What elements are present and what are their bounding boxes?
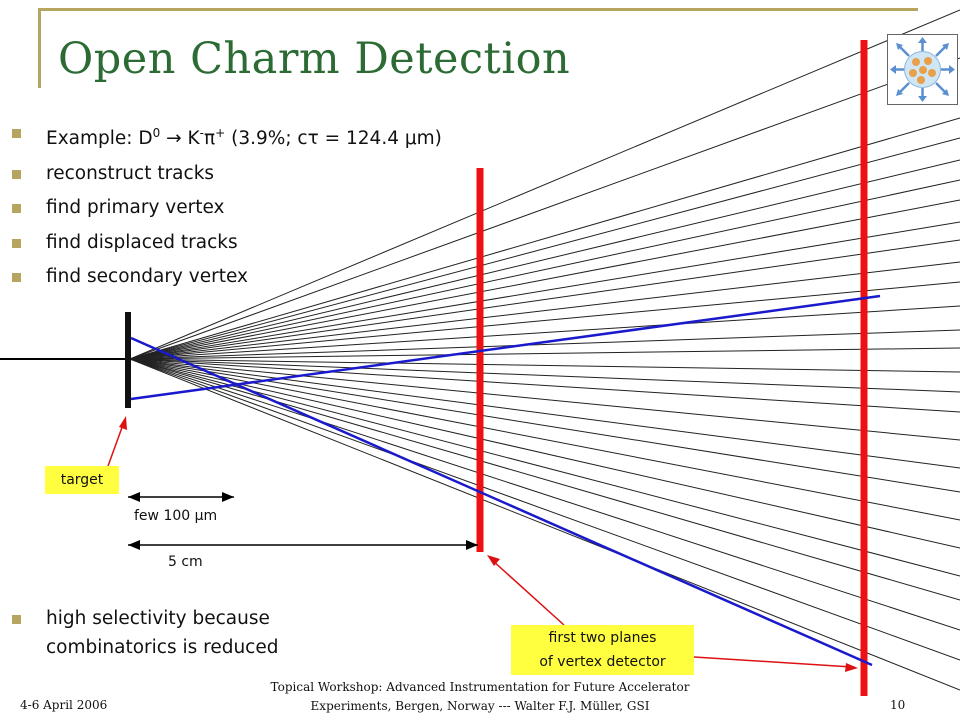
label-line: of vertex detector [539, 654, 666, 670]
track-line [129, 358, 960, 601]
track-line [129, 358, 960, 493]
bullet-list-top: Example: D0 → K-π+ (3.9%; cτ = 124.4 μm)… [10, 116, 442, 295]
footer-line: Experiments, Bergen, Norway --- Walter F… [310, 699, 650, 713]
planes-arrow-2 [693, 656, 853, 668]
decay-track-upper [130, 294, 881, 401]
track-line [129, 358, 960, 661]
page-title: Open Charm Detection [58, 34, 571, 84]
track-line [129, 179, 960, 360]
track-lines [129, 9, 960, 691]
track-line [129, 239, 960, 360]
label-line: first two planes [548, 630, 657, 646]
detector-cross-section-graphic [890, 37, 955, 102]
track-line [129, 358, 960, 469]
bullet-superscript: 0 [152, 126, 161, 140]
bullet-item-selectivity: high selectivity because combinatorics i… [10, 604, 278, 662]
planes-arrowhead-2 [845, 663, 858, 672]
bullet-line: high selectivity because [46, 608, 270, 629]
page-number: 10 [890, 698, 906, 712]
track-line [129, 358, 960, 413]
track-line [129, 358, 960, 631]
bullet-text: (3.9%; cτ = 124.4 μm) [225, 128, 442, 149]
track-line [129, 9, 960, 360]
dim-label-small: few 100 µm [134, 508, 218, 524]
track-line [129, 358, 960, 691]
accent-bar-vertical [38, 8, 41, 88]
track-line [129, 358, 960, 549]
bullet-text: Example: D [46, 128, 153, 149]
track-line [129, 57, 960, 360]
dim-arrowhead [466, 540, 478, 550]
footer-line: Topical Workshop: Advanced Instrumentati… [270, 680, 690, 694]
target-label: target [45, 466, 119, 494]
detector-planes [125, 40, 868, 696]
bullet-item: find secondary vertex [10, 260, 442, 295]
target-arrow [107, 421, 125, 467]
dim-arrowhead [222, 492, 234, 502]
footer-center: Topical Workshop: Advanced Instrumentati… [240, 678, 720, 716]
dim-arrowhead [128, 540, 140, 550]
track-line [129, 358, 960, 393]
planes-arrowhead-1 [487, 555, 500, 566]
bullet-item: find displaced tracks [10, 226, 442, 261]
bullet-text: π [204, 128, 216, 149]
track-line [129, 358, 960, 373]
decay-tracks [130, 294, 881, 667]
footer-date: 4-6 April 2006 [20, 698, 108, 712]
track-line [129, 358, 960, 441]
track-line [129, 159, 960, 360]
track-line [129, 347, 960, 360]
bullet-item: reconstruct tracks [10, 157, 442, 192]
target-arrowhead [119, 416, 127, 430]
dim-arrowhead [128, 492, 140, 502]
track-line [129, 137, 960, 360]
planes-arrow-1 [491, 559, 565, 626]
track-line [129, 221, 960, 360]
bullet-superscript: - [199, 126, 205, 140]
vertex-detector-label: first two planes of vertex detector [511, 625, 694, 675]
decay-track-lower [130, 336, 873, 667]
track-line [129, 117, 960, 360]
bullet-item: find primary vertex [10, 191, 442, 226]
track-line [129, 261, 960, 360]
track-line [129, 199, 960, 360]
track-line [129, 358, 960, 521]
dim-label-large: 5 cm [168, 554, 203, 570]
dimension-markers [128, 492, 478, 550]
track-line [129, 305, 960, 360]
bullet-line: combinatorics is reduced [46, 637, 279, 658]
detector-cross-section-icon [887, 34, 958, 105]
accent-bar-horizontal [38, 8, 918, 11]
track-line [129, 281, 960, 360]
bullet-item-example: Example: D0 → K-π+ (3.9%; cτ = 124.4 μm) [10, 116, 442, 157]
bullet-list-bottom: high selectivity because combinatorics i… [10, 604, 278, 662]
track-line [129, 358, 960, 577]
bullet-text: → K [160, 128, 200, 149]
bullet-superscript: + [215, 126, 226, 140]
track-line [129, 329, 960, 360]
callout-arrows [107, 416, 858, 672]
